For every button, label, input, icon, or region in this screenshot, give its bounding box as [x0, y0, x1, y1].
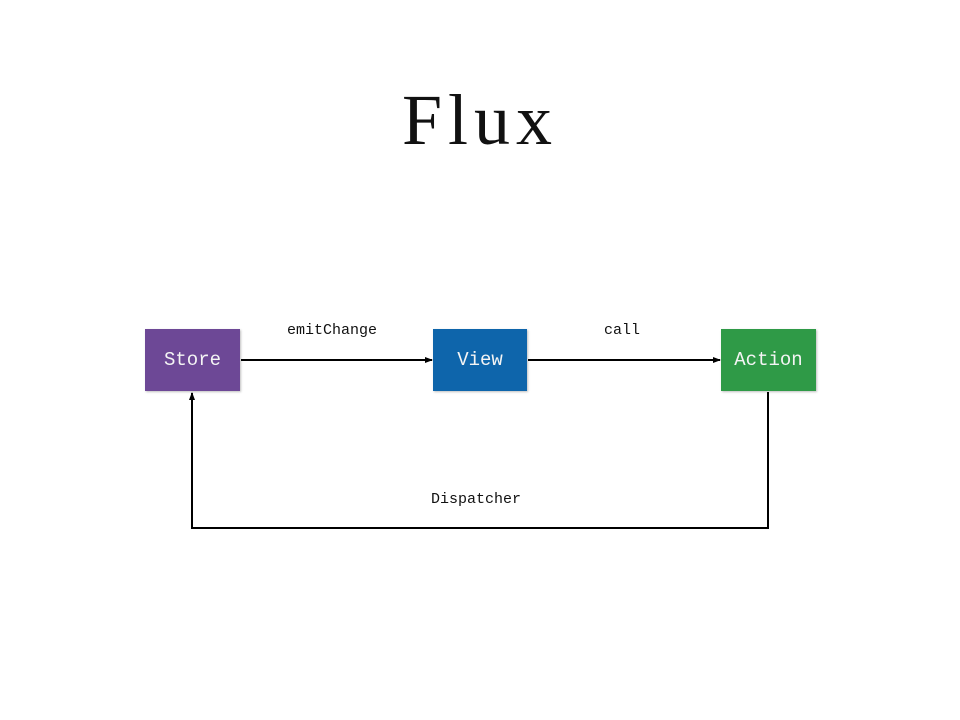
store-node-label: Store	[163, 349, 221, 371]
edge-label-emitchange: emitChange	[287, 322, 378, 339]
view-node: View	[433, 329, 527, 391]
view-node-label: View	[457, 349, 503, 371]
edge-label-dispatcher: Dispatcher	[431, 491, 522, 508]
edge-action-to-store	[189, 392, 769, 529]
store-node: Store	[145, 329, 240, 391]
edge-label-call: call	[604, 322, 641, 339]
action-node: Action	[721, 329, 816, 391]
diagram-title: Flux	[401, 80, 559, 160]
action-node-label: Action	[734, 349, 803, 371]
